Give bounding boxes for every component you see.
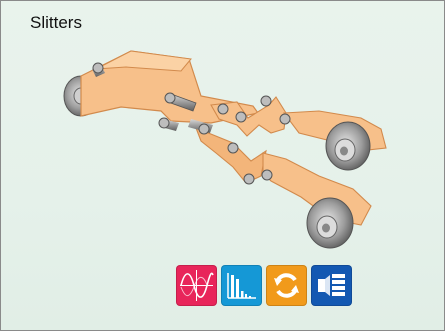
roller-11	[262, 170, 272, 180]
roller-9	[228, 143, 238, 153]
waveform-icon[interactable]	[176, 265, 217, 306]
roller-6	[236, 112, 246, 122]
roller-5	[218, 104, 228, 114]
control-list-icon[interactable]	[311, 265, 352, 306]
feature-icon-row	[176, 265, 352, 307]
spectrum-bars-icon[interactable]	[221, 265, 262, 306]
roller-7	[261, 96, 271, 106]
rewind-reel-upper	[326, 122, 370, 170]
refresh-cycle-icon[interactable]	[266, 265, 307, 306]
roller-10	[244, 174, 254, 184]
roller-8	[280, 114, 290, 124]
rewind-reel-lower	[307, 198, 353, 248]
